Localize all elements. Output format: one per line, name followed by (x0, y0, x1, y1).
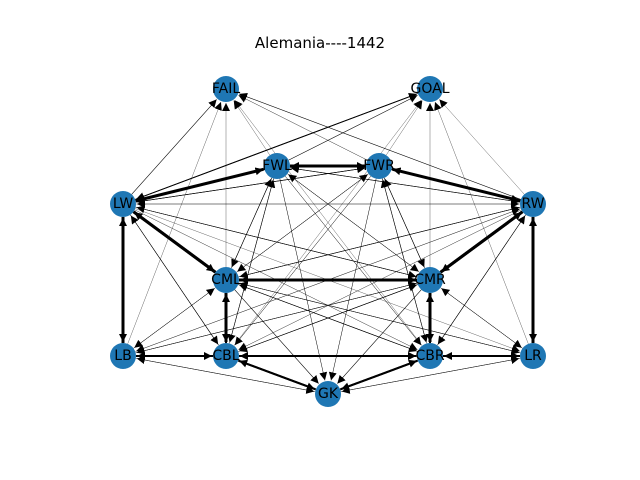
node-cml: CML (211, 267, 241, 293)
node-goal: GOAL (411, 76, 450, 102)
edge-rw-to-fail (239, 92, 521, 200)
edge-fwr-to-fail (238, 95, 368, 161)
node-lr: LR (520, 343, 546, 369)
edge-rw-to-goal (439, 99, 525, 195)
node-label: CML (211, 272, 241, 288)
edge-goal-to-lw (135, 93, 418, 201)
edge-fwl-to-rw (289, 167, 520, 205)
edge-cbr-to-fwr (380, 179, 427, 344)
node-gk: GK (315, 381, 341, 407)
edge-cbl-to-fwl (229, 179, 276, 344)
node-label: FWL (262, 158, 292, 174)
edge-fwl-to-goal (288, 95, 418, 161)
edge-cmr-to-fwr (384, 178, 425, 269)
nodes-layer: FAIL GOAL FWL FWR LW RW CML CMR LB CBL CBR LR GK (110, 76, 546, 407)
node-circle (417, 267, 443, 293)
node-label: FAIL (212, 81, 240, 97)
node-circle (213, 76, 239, 102)
node-lb: LB (110, 343, 136, 369)
edge-lw-to-lr (135, 208, 520, 353)
edge-cml-to-lr (238, 282, 520, 355)
node-label: LR (524, 348, 542, 364)
edge-cmr-to-rw (439, 211, 523, 274)
node-rw: RW (520, 191, 546, 217)
node-circle (417, 343, 443, 369)
edge-cbl-to-cmr (238, 283, 417, 352)
edge-cml-to-fwl (231, 178, 272, 269)
node-circle (520, 343, 546, 369)
edge-fwl-to-gk (279, 178, 328, 381)
node-label: CMR (414, 272, 446, 288)
graph-title: Alemania----1442 (254, 34, 386, 52)
edge-rw-to-cbl (238, 209, 522, 350)
edge-fwr-to-goal (386, 100, 423, 156)
edge-fwl-to-lw (136, 168, 265, 203)
edge-cml-to-fwr (236, 174, 368, 273)
edge-cml-to-lw (133, 211, 217, 274)
edge-gk-to-lb (136, 356, 316, 392)
edge-cbr-to-fail (234, 100, 423, 346)
node-circle (366, 153, 392, 179)
node-lw: LW (110, 191, 136, 217)
node-circle (213, 267, 239, 293)
node-label: GOAL (411, 81, 450, 97)
node-circle (520, 191, 546, 217)
edge-fwl-to-cbr (284, 175, 422, 346)
edge-fwr-to-rw (391, 168, 520, 203)
edge-gk-to-cbr (339, 359, 418, 391)
node-cbl: CBL (212, 343, 240, 369)
node-circle (110, 191, 136, 217)
edge-gk-to-cbl (238, 359, 317, 391)
node-fail: FAIL (212, 76, 240, 102)
node-circle (110, 343, 136, 369)
edge-cbl-to-goal (233, 100, 422, 346)
edge-fwr-to-cbl (234, 175, 372, 346)
edge-gk-to-lr (340, 356, 520, 392)
node-label: LW (113, 196, 134, 212)
node-label: FWR (363, 158, 395, 174)
edge-cmr-to-lr (440, 287, 522, 348)
node-circle (213, 343, 239, 369)
edge-cbl-to-lw (130, 215, 219, 346)
edge-cml-to-gk (234, 289, 319, 384)
edge-fwr-to-gk (328, 178, 377, 381)
node-fwr: FWR (363, 153, 395, 179)
edge-lb-to-rw (135, 207, 520, 352)
edge-cmr-to-lb (136, 282, 418, 355)
node-label: LB (114, 348, 131, 364)
node-fwl: FWL (262, 153, 292, 179)
node-cbr: CBR (415, 343, 445, 369)
edge-lw-to-cbr (134, 209, 418, 350)
node-label: GK (318, 386, 339, 402)
edges-layer (119, 92, 537, 394)
edge-lw-to-fail (131, 99, 217, 195)
edge-fwl-to-fail (233, 100, 270, 156)
edge-cml-to-lb (134, 287, 216, 348)
edge-cbr-to-rw (437, 215, 526, 346)
edge-cmr-to-fwl (288, 174, 420, 273)
node-circle (264, 153, 290, 179)
node-circle (417, 76, 443, 102)
edge-cmr-to-gk (337, 289, 422, 384)
edge-cbr-to-cml (239, 283, 418, 352)
node-label: RW (521, 196, 544, 212)
node-label: CBR (415, 348, 444, 364)
node-cmr: CMR (414, 267, 446, 293)
node-circle (315, 381, 341, 407)
node-label: CBL (212, 348, 239, 364)
